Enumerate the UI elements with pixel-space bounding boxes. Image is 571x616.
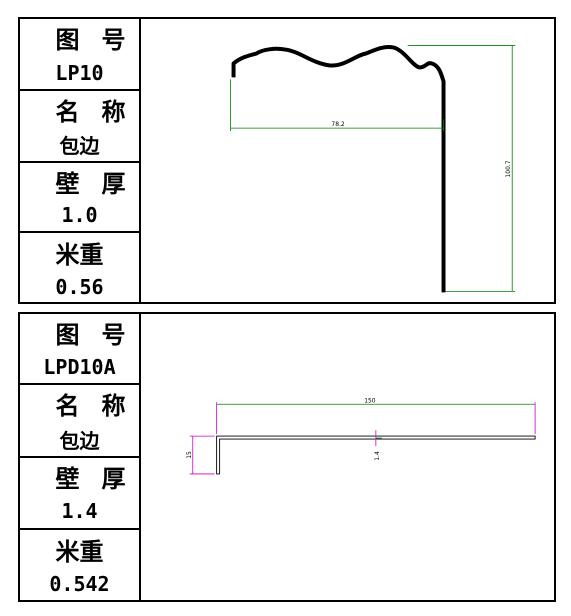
- weight-value: 0.56: [55, 274, 104, 299]
- profile-drawing: 78.2 100.7: [141, 19, 554, 302]
- spec-column: 图号 LP10 名称 包边 壁厚 1.0 米重 0.56: [20, 19, 141, 302]
- thickness-value: 1.0: [61, 203, 98, 227]
- code-value: LPD10A: [43, 355, 116, 379]
- thickness-label: 壁厚: [55, 464, 148, 493]
- weight-label: 米重: [55, 240, 104, 269]
- lpd10a-profile-outline: [216, 435, 536, 475]
- spec-column: 图号 LPD10A 名称 包边 壁厚 1.4 米重 0.542: [20, 314, 141, 600]
- code-label: 图号: [55, 321, 148, 349]
- name-value: 包边: [59, 428, 100, 453]
- name-value: 包边: [59, 133, 100, 158]
- code-value: LP10: [55, 60, 104, 85]
- thickness-value: 1.4: [61, 499, 98, 523]
- thickness-label: 壁厚: [55, 169, 148, 198]
- flange-dimension-text: 15: [186, 451, 193, 459]
- divider: [20, 231, 139, 233]
- name-label: 名称: [55, 392, 148, 420]
- code-label: 图号: [55, 26, 148, 54]
- profile-card-lpd10a: 图号 LPD10A 名称 包边 壁厚 1.4 米重 0.542 150 15 1…: [18, 312, 556, 602]
- lp10-profile-outline: [231, 45, 446, 293]
- divider: [20, 161, 139, 163]
- width-dimension-text: 78.2: [331, 121, 344, 128]
- lp10-profile-svg: 78.2 100.7: [230, 45, 516, 293]
- divider: [20, 456, 139, 458]
- profile-card-lp10: 图号 LP10 名称 包边 壁厚 1.0 米重 0.56 78.2 100.7: [18, 17, 556, 304]
- lpd10a-profile-svg: 150 15 1.4: [186, 397, 536, 475]
- divider: [20, 528, 139, 530]
- name-label: 名称: [55, 97, 148, 126]
- height-dimension-text: 100.7: [505, 160, 512, 177]
- weight-label: 米重: [55, 537, 104, 566]
- profile-drawing: 150 15 1.4: [141, 314, 554, 600]
- divider: [20, 383, 139, 385]
- length-dimension-text: 150: [364, 397, 376, 404]
- wall-dimension-text: 1.4: [374, 451, 381, 461]
- weight-value: 0.542: [49, 572, 110, 596]
- divider: [20, 89, 139, 91]
